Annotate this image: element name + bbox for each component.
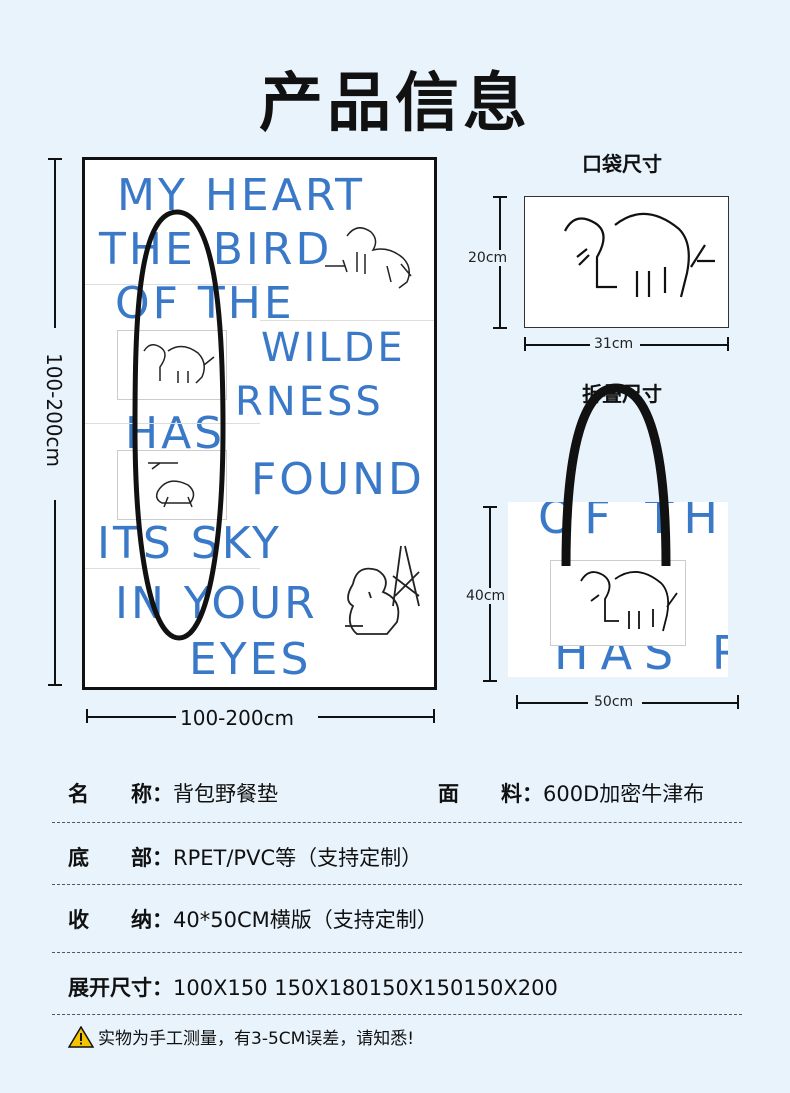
ruler-line bbox=[54, 500, 56, 685]
ruler-line bbox=[318, 716, 435, 718]
pocket-title: 口袋尺寸 bbox=[582, 152, 662, 176]
ruler-line bbox=[86, 716, 176, 718]
fold-panel-right bbox=[260, 320, 434, 321]
folded-bag-illustration: OF TH HAS R bbox=[508, 502, 728, 677]
dog-doodle-icon bbox=[325, 227, 412, 289]
spec-key: 收 纳： bbox=[68, 908, 173, 932]
spec-value: 背包野餐垫 bbox=[173, 782, 278, 806]
spec-value: 100X150 150X180150X150150X200 bbox=[173, 976, 558, 1000]
spec-size: 展开尺寸：100X150 150X180150X150150X200 bbox=[68, 972, 558, 1002]
elephant-doodle-icon bbox=[564, 212, 715, 298]
mat-height-label: 100-200cm bbox=[42, 352, 66, 468]
mat-text-line: THE BIRD bbox=[99, 224, 333, 275]
spec-key: 名 称： bbox=[68, 782, 173, 806]
spec-value: 40*50CM横版（支持定制） bbox=[173, 908, 438, 932]
ruler-tick bbox=[493, 327, 507, 329]
ruler-tick bbox=[737, 695, 739, 709]
ruler-tick bbox=[483, 680, 497, 682]
mat-text-line: WILDE bbox=[261, 325, 406, 371]
fold-panel bbox=[85, 424, 260, 569]
spec-value: RPET/PVC等（支持定制） bbox=[173, 846, 423, 870]
mat-text-line: HAS bbox=[125, 408, 226, 459]
spec-bottom: 底 部：RPET/PVC等（支持定制） bbox=[68, 842, 422, 872]
spec-name: 名 称：背包野餐垫 bbox=[68, 778, 278, 808]
elephant-doodle-icon bbox=[143, 344, 215, 384]
mat-text-line: ITS SKY bbox=[97, 518, 282, 569]
dog-doodle-icon bbox=[148, 462, 195, 508]
note-text: 实物为手工测量，有3-5CM误差，请知悉! bbox=[98, 1029, 415, 1049]
ruler-line bbox=[524, 344, 590, 346]
folded-width-label: 50cm bbox=[594, 694, 634, 710]
spec-key: 面 料： bbox=[438, 782, 543, 806]
ruler-line bbox=[516, 702, 588, 704]
fold-panel bbox=[85, 284, 260, 424]
mat-text-line: FOUND bbox=[251, 454, 425, 505]
folded-height-label: 40cm bbox=[466, 588, 506, 604]
mat-text-line: RNESS bbox=[235, 379, 384, 425]
patch bbox=[550, 560, 686, 646]
spec-fabric: 面 料：600D加密牛津布 bbox=[438, 778, 704, 808]
bag-handle bbox=[561, 383, 671, 567]
warning-icon bbox=[68, 1025, 94, 1048]
divider bbox=[52, 884, 742, 885]
elephant-doodle-icon bbox=[580, 571, 678, 632]
measurement-note: 实物为手工测量，有3-5CM误差，请知悉! bbox=[68, 1024, 414, 1049]
ruler-line bbox=[54, 158, 56, 328]
ruler-tick bbox=[48, 684, 62, 686]
picnic-mat-illustration: MY HEART THE BIRD OF THE WILDE RNESS HAS… bbox=[82, 157, 437, 690]
pocket-illustration bbox=[524, 196, 729, 328]
ruler-tick bbox=[727, 337, 729, 351]
mat-text-line: OF THE bbox=[115, 278, 295, 329]
mat-text-line: EYES bbox=[189, 634, 312, 685]
divider bbox=[52, 952, 742, 953]
divider bbox=[52, 1014, 742, 1015]
spec-key: 展开尺寸： bbox=[68, 976, 173, 1000]
spec-value: 600D加密牛津布 bbox=[543, 782, 705, 806]
ruler-tick bbox=[433, 709, 435, 723]
page-title: 产品信息 bbox=[259, 67, 531, 141]
pocket-height-label: 20cm bbox=[468, 250, 508, 266]
spec-storage: 收 纳：40*50CM横版（支持定制） bbox=[68, 904, 438, 934]
strap-loop bbox=[132, 209, 226, 641]
spec-key: 底 部： bbox=[68, 846, 173, 870]
mat-text-line: MY HEART bbox=[117, 170, 366, 221]
pocket-width-label: 31cm bbox=[594, 336, 634, 352]
mat-width-label: 100-200cm bbox=[180, 706, 295, 730]
dog-doodle-icon bbox=[345, 545, 420, 635]
divider bbox=[52, 822, 742, 823]
ruler-line bbox=[642, 702, 738, 704]
ruler-line bbox=[640, 344, 729, 346]
